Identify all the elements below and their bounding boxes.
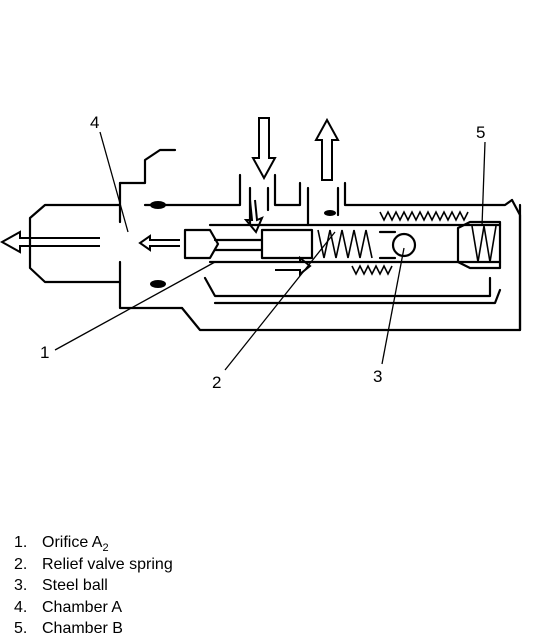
legend-item-steel-ball: 3. Steel ball xyxy=(14,575,414,597)
legend-item-chamber-a: 4. Chamber A xyxy=(14,597,414,619)
relief-valve-spring-coil xyxy=(317,229,373,259)
discharge-flow-arrow xyxy=(0,230,100,254)
legend-number: 3. xyxy=(14,577,28,594)
return-passage xyxy=(203,276,492,298)
legend-label: Relief valve spring xyxy=(42,555,173,573)
legend-number: 1. xyxy=(14,534,28,551)
valve-stem xyxy=(213,238,264,252)
callout-5: 5 xyxy=(476,123,485,142)
bottom-spring-coil xyxy=(351,264,393,276)
legend-number: 4. xyxy=(14,598,28,616)
callout-2: 2 xyxy=(212,373,221,392)
legend-subscript: 2 xyxy=(102,542,109,555)
legend-label: Orifice A xyxy=(42,534,103,551)
upper-seal xyxy=(150,201,166,209)
inlet-flow-arrow xyxy=(251,117,277,181)
internal-flow-arrow-3 xyxy=(275,255,312,277)
steel-ball-shape xyxy=(391,232,417,258)
ball-seat xyxy=(378,230,397,260)
outlet-nozzle xyxy=(28,181,184,310)
legend-number: 5. xyxy=(14,620,28,637)
legend-label: Chamber B xyxy=(42,620,123,637)
valve-piston xyxy=(260,228,314,260)
outlet-port xyxy=(306,186,340,227)
lower-seal xyxy=(150,280,166,288)
callout-3: 3 xyxy=(373,367,382,386)
leader-line-5 xyxy=(481,141,486,227)
callout-4: 4 xyxy=(90,113,99,132)
outlet-seal xyxy=(324,210,336,216)
leader-line-4 xyxy=(99,131,129,233)
return-passage-inner xyxy=(213,288,502,305)
callout-1: 1 xyxy=(40,343,49,362)
orifice-seat xyxy=(183,228,220,260)
leader-line-1 xyxy=(54,261,216,351)
leader-line-2 xyxy=(224,231,336,371)
nozzle-top-step xyxy=(118,148,177,185)
legend-label: Chamber A xyxy=(42,598,123,616)
chamber-b-spring xyxy=(471,225,497,263)
return-flow-arrow xyxy=(314,117,340,181)
legend-item-chamber-b: 5. Chamber B xyxy=(14,618,414,640)
leader-line-3 xyxy=(381,247,405,365)
top-spring-coil xyxy=(379,210,469,222)
legend-item-orifice: 1. Orifice A2 xyxy=(14,532,414,554)
internal-flow-arrow-1 xyxy=(138,234,180,252)
internal-flow-arrow-2 xyxy=(243,199,264,234)
chamber-b-plunger xyxy=(456,220,502,270)
legend-label: Steel ball xyxy=(42,577,108,594)
valve-body-upper xyxy=(143,173,514,207)
legend-item-spring: 2. Relief valve spring xyxy=(14,554,414,576)
relief-valve-cross-section: 1 2 3 4 5 xyxy=(0,113,522,392)
legend-number: 2. xyxy=(14,555,28,573)
valve-body-right xyxy=(510,198,522,332)
legend: 1. Orifice A2 2. Relief valve spring 3. Ste… xyxy=(14,532,414,640)
